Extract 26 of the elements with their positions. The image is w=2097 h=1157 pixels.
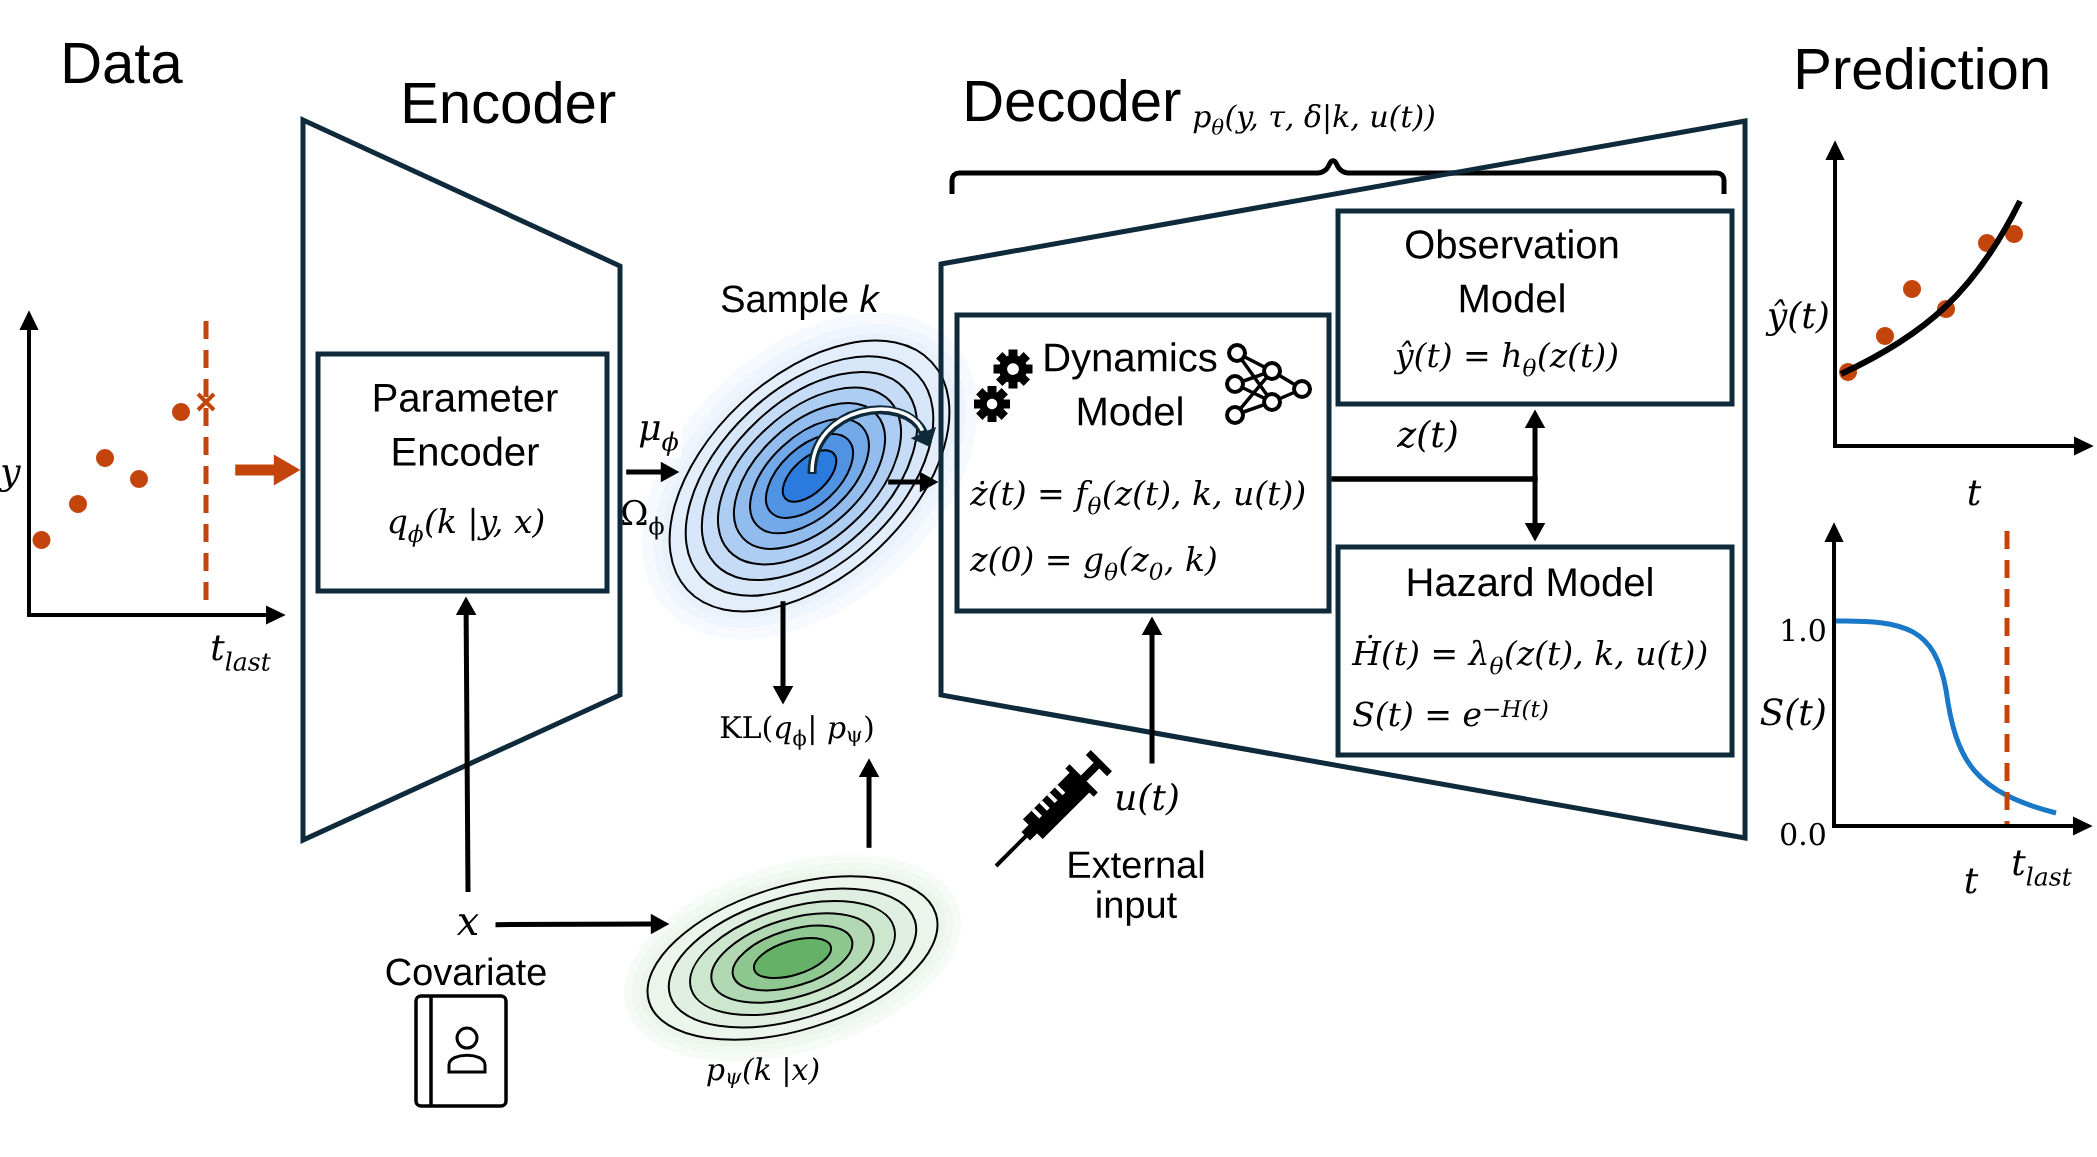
- formula-label: p$_{θ}$(y, τ, δ|k, u(t)): [1193, 104, 1434, 135]
- math-label: Ω$_{ϕ}$: [622, 499, 664, 540]
- axis-label: t: [1968, 480, 1982, 506]
- variable-label: x: [456, 914, 479, 935]
- tick-label: 1.0: [1782, 618, 1825, 642]
- process-box: Dynamics Model ż(t) = f$_{θ}$(z(t), k, u(t)) z(0) = g$_{θ}$(z$_{0}$, k): [954, 312, 1332, 614]
- process-box: Observation Model ŷ(t) = h$_{θ}$(z(t)): [1335, 208, 1735, 407]
- axis-label: t$_{last}$: [2013, 850, 2072, 886]
- node-label: Covariate: [386, 957, 546, 986]
- heading: Prediction: [1797, 46, 2048, 90]
- process-box: Parameter Encoder q$_{ϕ}$(k |y, x): [315, 351, 610, 594]
- axis-label: t: [1965, 868, 1979, 894]
- formula-label: KL(q$_{ϕ}$| p$_{ψ}$): [720, 715, 873, 750]
- heading: Data: [64, 43, 183, 84]
- heading: Encoder: [404, 80, 616, 124]
- heading: Decoder: [966, 78, 1181, 122]
- heading: Sample k: [721, 284, 881, 320]
- edge-label: z(t): [1395, 417, 1461, 455]
- axis-label: ŷ(t): [1765, 299, 1828, 336]
- tick-label: 0.0: [1781, 822, 1825, 846]
- node-label: External input: [1069, 850, 1204, 926]
- variable-label: u(t): [1116, 782, 1178, 816]
- process-box: Hazard Model Ḣ(t) = λ$_{θ}$(z(t), k, u(t)) S(t) = e$^{−H(t)}$: [1335, 544, 1735, 758]
- edge-label: μ$_{ϕ}$: [636, 419, 682, 458]
- node-label: p$_{ψ}$(k |x): [707, 1057, 819, 1089]
- node-label: t$_{last}$: [212, 635, 271, 671]
